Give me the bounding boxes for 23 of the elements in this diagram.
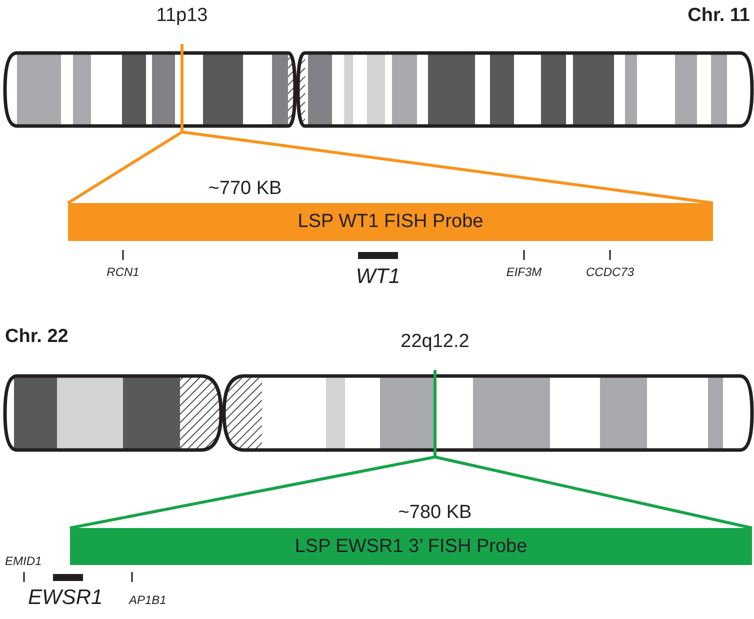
gene-label: EMID1	[5, 555, 42, 567]
zoom-line	[67, 130, 183, 204]
gene-label: EWSR1	[28, 587, 103, 608]
chromosome-ideogram	[0, 50, 754, 130]
zoom-line	[70, 456, 436, 530]
chromosome-ideogram	[0, 373, 754, 453]
probe-bar	[70, 528, 752, 565]
probe-label: LSP EWSR1 3’ FISH Probe	[294, 536, 528, 558]
probe-size-label: ~770 KB	[208, 179, 282, 198]
gene-label: EIF3M	[506, 266, 542, 278]
locus-label: 22q12.2	[400, 332, 470, 351]
probe-bar	[68, 203, 713, 241]
probe-size-label: ~780 KB	[398, 503, 472, 522]
zoom-line	[182, 130, 714, 204]
chromosome-label: Chr. 11	[688, 6, 750, 25]
chromosome-label: Chr. 22	[5, 327, 68, 346]
locus-label: 11p13	[156, 6, 208, 25]
probe-label: LSP WT1 FISH Probe	[298, 211, 484, 233]
gene-label: AP1B1	[129, 594, 166, 606]
zoom-line	[434, 456, 752, 530]
gene-label: WT1	[356, 266, 400, 287]
gene-label: CCDC73	[586, 266, 634, 278]
gene-label: RCN1	[106, 266, 140, 278]
